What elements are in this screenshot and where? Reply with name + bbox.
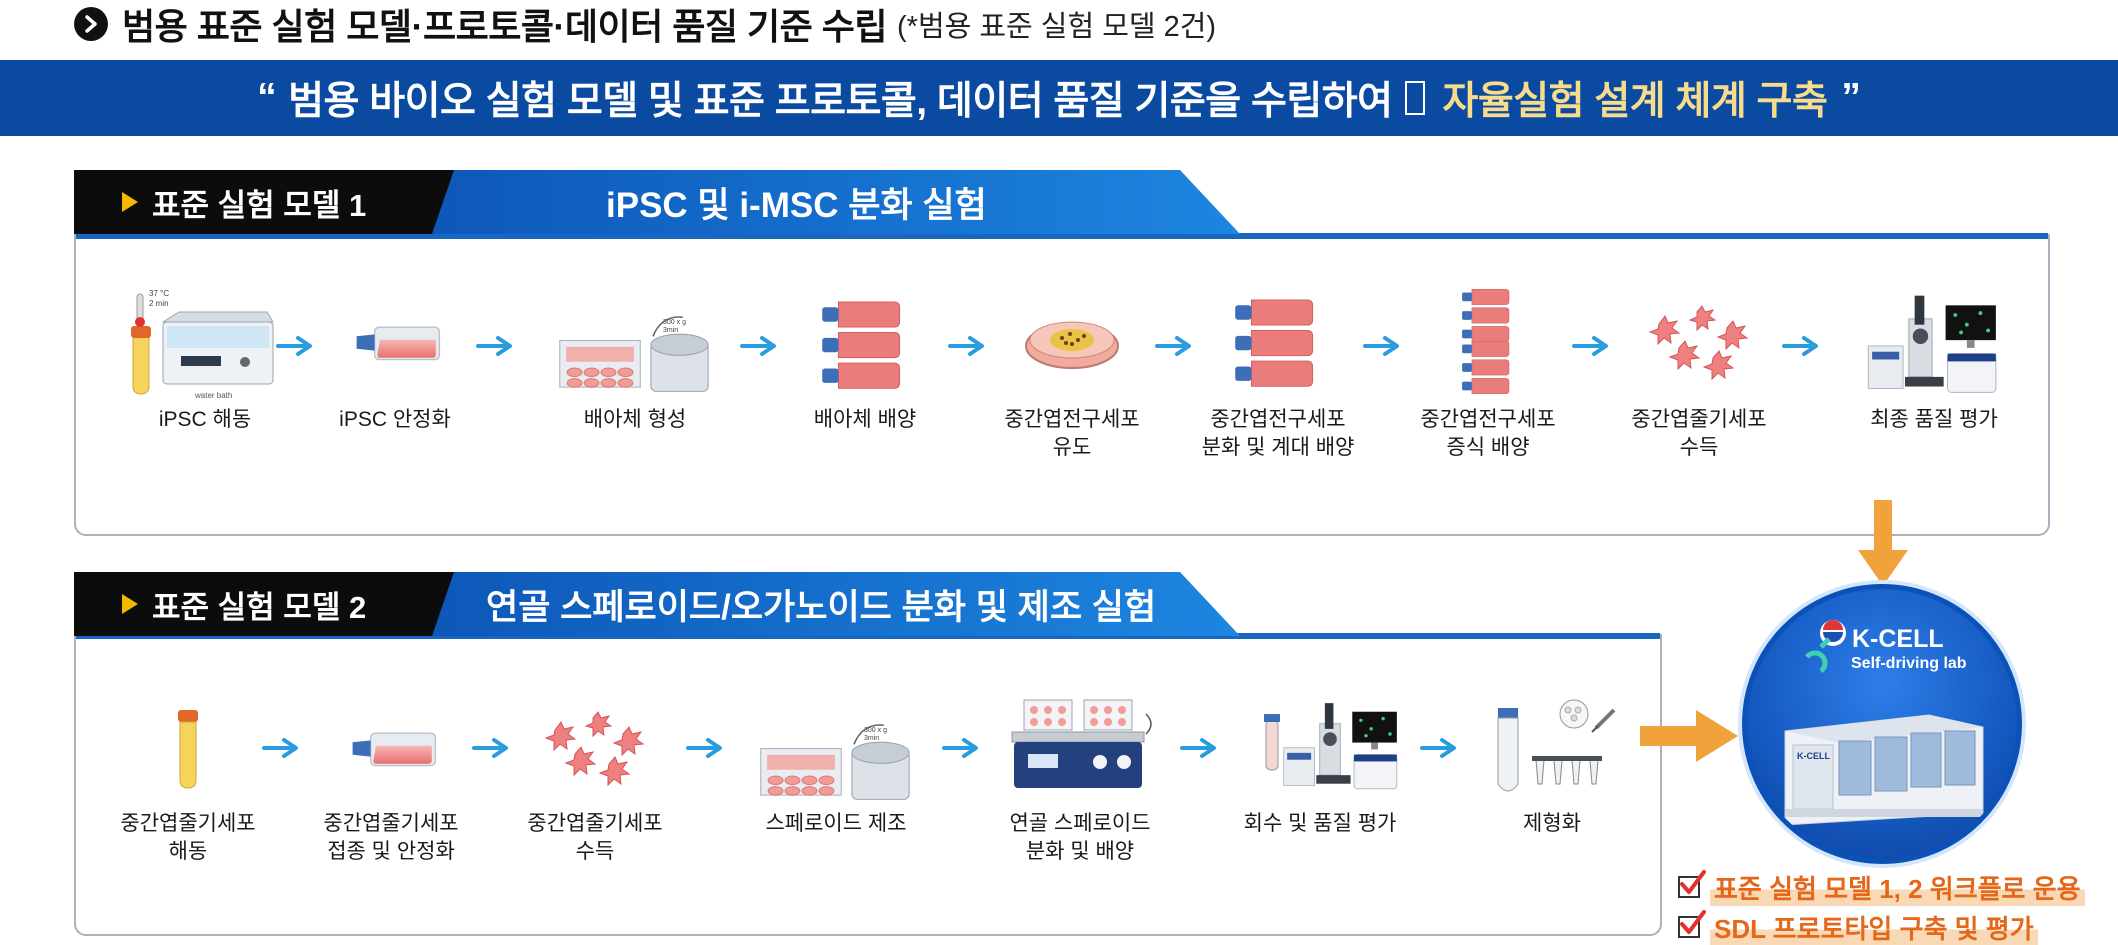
flow-arrow-icon [1782,334,1822,358]
goal-banner: “ 범용 바이오 실험 모델 및 표준 프로토콜, 데이터 품질 기준을 수립하… [0,60,2118,136]
banner-text: 범용 바이오 실험 모델 및 표준 프로토콜, 데이터 품질 기준을 수립하여 [288,80,1393,123]
sdl-machine-icon: K-CELL [1784,714,1984,826]
model1-step-4-label: 배아체 배양 [813,408,917,431]
model2-header: 연골 스페로이드/오가노이드 분화 및 제조 실험 표준 실험 모델 2 [74,572,1240,636]
petri-dish-icon [982,276,1162,406]
water-bath-time: 2 min [149,299,169,308]
lab-instruments-icon [1230,680,1410,810]
model1-step-9-label: 최종 품질 평가 [1870,408,1998,431]
stacked-flasks-icon [1188,276,1368,406]
lab-instruments-icon [1844,276,2024,406]
model1-label-bar: 표준 실험 모델 1 [74,170,454,234]
model1-panel [74,233,2050,536]
down-arrow-icon [1858,500,1908,586]
model2-panel-top-border [76,633,1660,639]
centrifuge-speed: 300 x g [663,319,686,326]
centrifuge-time: 3min [663,327,678,334]
model2-step-3-label: 중간엽줄기세포 수득 [527,812,663,863]
cells-icon [505,680,685,810]
centrifuge-plate-icon: 300 x g 3min [545,276,725,406]
flow-arrow-icon [262,736,302,760]
model1-header: iPSC 및 i-MSC 분화 실험 표준 실험 모델 1 [74,170,1240,234]
water-bath-caption: water bath [194,391,232,400]
flow-arrow-icon [1363,334,1403,358]
play-triangle-icon [122,192,138,212]
formulation-icon [1462,680,1642,810]
model1-step-2-label: iPSC 안정화 [339,408,451,431]
culture-flask-icon [301,680,481,810]
model1-step-1-label: iPSC 해동 [158,408,252,431]
page-title-text: 범용 표준 실험 모델·프로토콜·데이터 품질 기준 수립 [122,6,888,47]
model1-title: iPSC 및 i-MSC 분화 실험 [606,185,987,225]
model1-step-6-label: 중간엽전구세포 분화 및 계대 배양 [1201,408,1355,459]
model1-label: 표준 실험 모델 1 [152,187,367,223]
cells-icon [1609,276,1789,406]
placeholder-box-icon [1404,81,1425,115]
checkbox-checked-icon [1678,910,1706,938]
model2-title: 연골 스페로이드/오가노이드 분화 및 제조 실험 [486,587,1157,627]
shaker-plates-icon [990,680,1170,810]
model2-step-4-label: 스페로이드 제조 [765,812,907,835]
model2-label: 표준 실험 모델 2 [152,589,367,625]
checkbox-checked-icon [1678,870,1706,898]
sdl-machine-label: K-CELL [1797,751,1830,761]
centrifuge-time: 3min [864,735,879,742]
banner-highlight: 자율실험 설계 체계 구축 [1442,80,1828,123]
model2-step-2-label: 중간엽줄기세포 접종 및 안정화 [323,812,459,863]
kcell-self-driving-lab: K-CELL Self-driving lab K-CELL [1742,584,2022,864]
kcell-logo-icon [1805,620,1846,673]
model2-step-1-label: 중간엽줄기세포 해동 [120,812,256,863]
model2-step-6-label: 회수 및 품질 평가 [1243,812,1397,835]
model1-panel-top-border [76,233,2048,239]
checklist-item-2: SDL 프로토타입 구축 및 평가 [1678,908,2038,945]
flow-arrow-icon [476,334,516,358]
checklist-item-1: 표준 실험 모델 1, 2 워크플로 운용 [1678,868,2085,906]
kcell-name: K-CELL [1852,625,1944,653]
model1-step-5-label: 중간엽전구세포 유도 [1004,408,1140,459]
culture-flask-icon [305,276,485,406]
model1-title-bar: iPSC 및 i-MSC 분화 실험 [426,170,1240,234]
water-bath-icon: 37 °C 2 min water bath [115,276,295,406]
model2-step-5-label: 연골 스페로이드 분화 및 배양 [1009,812,1151,863]
flow-arrow-icon [740,334,780,358]
flow-arrow-icon [1180,736,1220,760]
model1-step-7-label: 중간엽전구세포 증식 배양 [1420,408,1556,459]
page-title: 범용 표준 실험 모델·프로토콜·데이터 품질 기준 수립 (*범용 표준 실험… [74,2,1217,47]
right-arrow-icon [1640,710,1738,762]
banner-close-quote: ” [1841,76,1861,119]
vial-icon [98,680,278,810]
centrifuge-plate-icon: 300 x g 3min [746,680,926,810]
water-bath-temp: 37 °C [149,289,169,298]
banner-open-quote: “ [257,76,277,119]
flow-arrow-icon [1572,334,1612,358]
play-triangle-icon [122,594,138,614]
chevron-right-icon [74,7,108,41]
checklist-item-1-text: 표준 실험 모델 1, 2 워크플로 운용 [1710,868,2085,906]
model1-step-3-label: 배아체 형성 [583,408,687,431]
model2-label-bar: 표준 실험 모델 2 [74,572,454,636]
model2-title-bar: 연골 스페로이드/오가노이드 분화 및 제조 실험 [426,572,1240,636]
flow-arrow-icon [686,736,726,760]
multi-stack-flasks-icon [1398,276,1578,406]
model1-step-8-label: 중간엽줄기세포 수득 [1631,408,1767,459]
model2-step-7-label: 제형화 [1523,812,1581,835]
centrifuge-speed: 300 x g [864,727,887,734]
stacked-flasks-icon [775,276,955,406]
page-title-note: (*범용 표준 실험 모델 2건) [897,11,1217,43]
flow-arrow-icon [1420,736,1460,760]
checklist-item-2-text: SDL 프로토타입 구축 및 평가 [1710,908,2038,945]
flow-arrow-icon [942,736,982,760]
kcell-subtitle: Self-driving lab [1851,655,1967,672]
